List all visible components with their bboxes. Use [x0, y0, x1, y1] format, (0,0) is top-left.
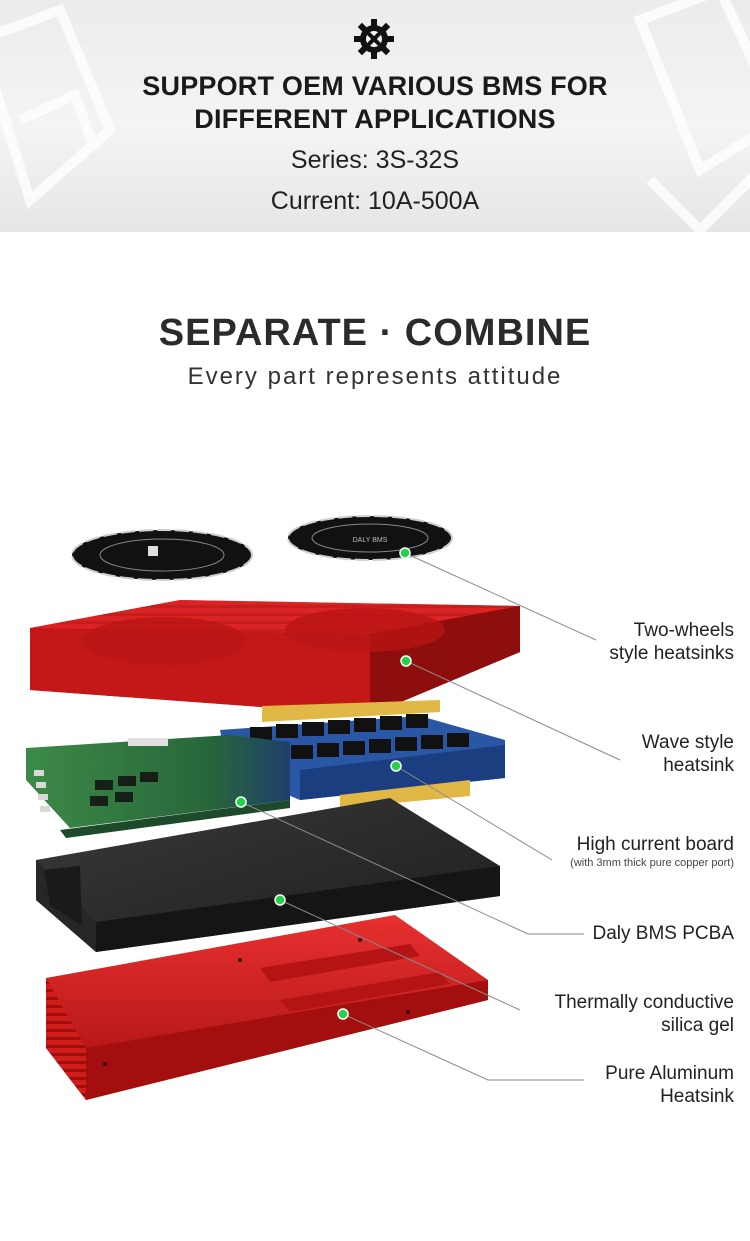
- callout-aluminum-line2: Heatsink: [660, 1086, 734, 1107]
- callout-two-wheels: Two-wheels style heatsinks: [609, 619, 734, 665]
- callout-silica-line2: silica gel: [661, 1015, 734, 1036]
- sticker-right: DALY BMS: [287, 515, 453, 561]
- section-title: SEPARATE · COMBINE: [158, 312, 592, 354]
- leader-high-current: [395, 765, 553, 861]
- bms-pcba: [26, 735, 290, 838]
- callout-wave: Wave style heatsink: [642, 731, 734, 777]
- sticker-left: [71, 529, 253, 581]
- marker-silica: [274, 894, 286, 906]
- callout-aluminum: Pure Aluminum Heatsink: [605, 1062, 734, 1108]
- section-subtitle: Every part represents attitude: [187, 363, 563, 390]
- series-text: Series: 3S-32S: [290, 146, 460, 174]
- leader-pcba: [240, 801, 584, 935]
- leader-aluminum: [342, 1013, 584, 1081]
- callout-two-wheels-line2: style heatsinks: [609, 643, 734, 664]
- callout-high-current-note: (with 3mm thick pure copper port): [570, 857, 734, 869]
- callout-pcba: Daly BMS PCBA: [593, 922, 734, 945]
- marker-two-wheels: [399, 547, 411, 559]
- banner-title: SUPPORT OEM VARIOUS BMS FOR DIFFERENT AP…: [0, 70, 750, 136]
- marker-wave: [400, 655, 412, 667]
- marker-pcba: [235, 796, 247, 808]
- callout-high-current: High current board (with 3mm thick pure …: [570, 833, 734, 870]
- leader-silica: [279, 899, 521, 1011]
- leader-wave: [405, 660, 621, 761]
- marker-high-current: [390, 760, 402, 772]
- svg-text:DALY BMS: DALY BMS: [353, 537, 388, 544]
- callout-silica: Thermally conductive silica gel: [554, 991, 734, 1037]
- callout-pcba-line1: Daly BMS PCBA: [592, 923, 734, 944]
- gear-wrench-icon: [354, 19, 394, 59]
- banner-title-line1: SUPPORT OEM VARIOUS BMS FOR: [142, 71, 608, 101]
- callout-aluminum-line1: Pure Aluminum: [605, 1063, 734, 1084]
- callout-high-current-line1: High current board: [576, 834, 734, 855]
- aluminum-heatsink: [46, 915, 488, 1100]
- banner-title-line2: DIFFERENT APPLICATIONS: [194, 104, 556, 134]
- silica-gel: [36, 798, 500, 952]
- markers: [235, 547, 412, 1020]
- marker-aluminum: [337, 1008, 349, 1020]
- current-text: Current: 10A-500A: [270, 187, 480, 215]
- banner-decoration: [0, 0, 750, 232]
- leader-two-wheels: [404, 552, 597, 641]
- wave-heatsink: [30, 600, 520, 715]
- high-current-board: [220, 700, 505, 808]
- callout-silica-line1: Thermally conductive: [554, 992, 734, 1013]
- callout-wave-line2: heatsink: [663, 755, 734, 776]
- callout-wave-line1: Wave style: [641, 732, 734, 753]
- exploded-bms-illustration: DALY BMS: [26, 515, 621, 1100]
- callout-two-wheels-line1: Two-wheels: [633, 620, 734, 641]
- header-banner: SUPPORT OEM VARIOUS BMS FOR DIFFERENT AP…: [0, 0, 750, 232]
